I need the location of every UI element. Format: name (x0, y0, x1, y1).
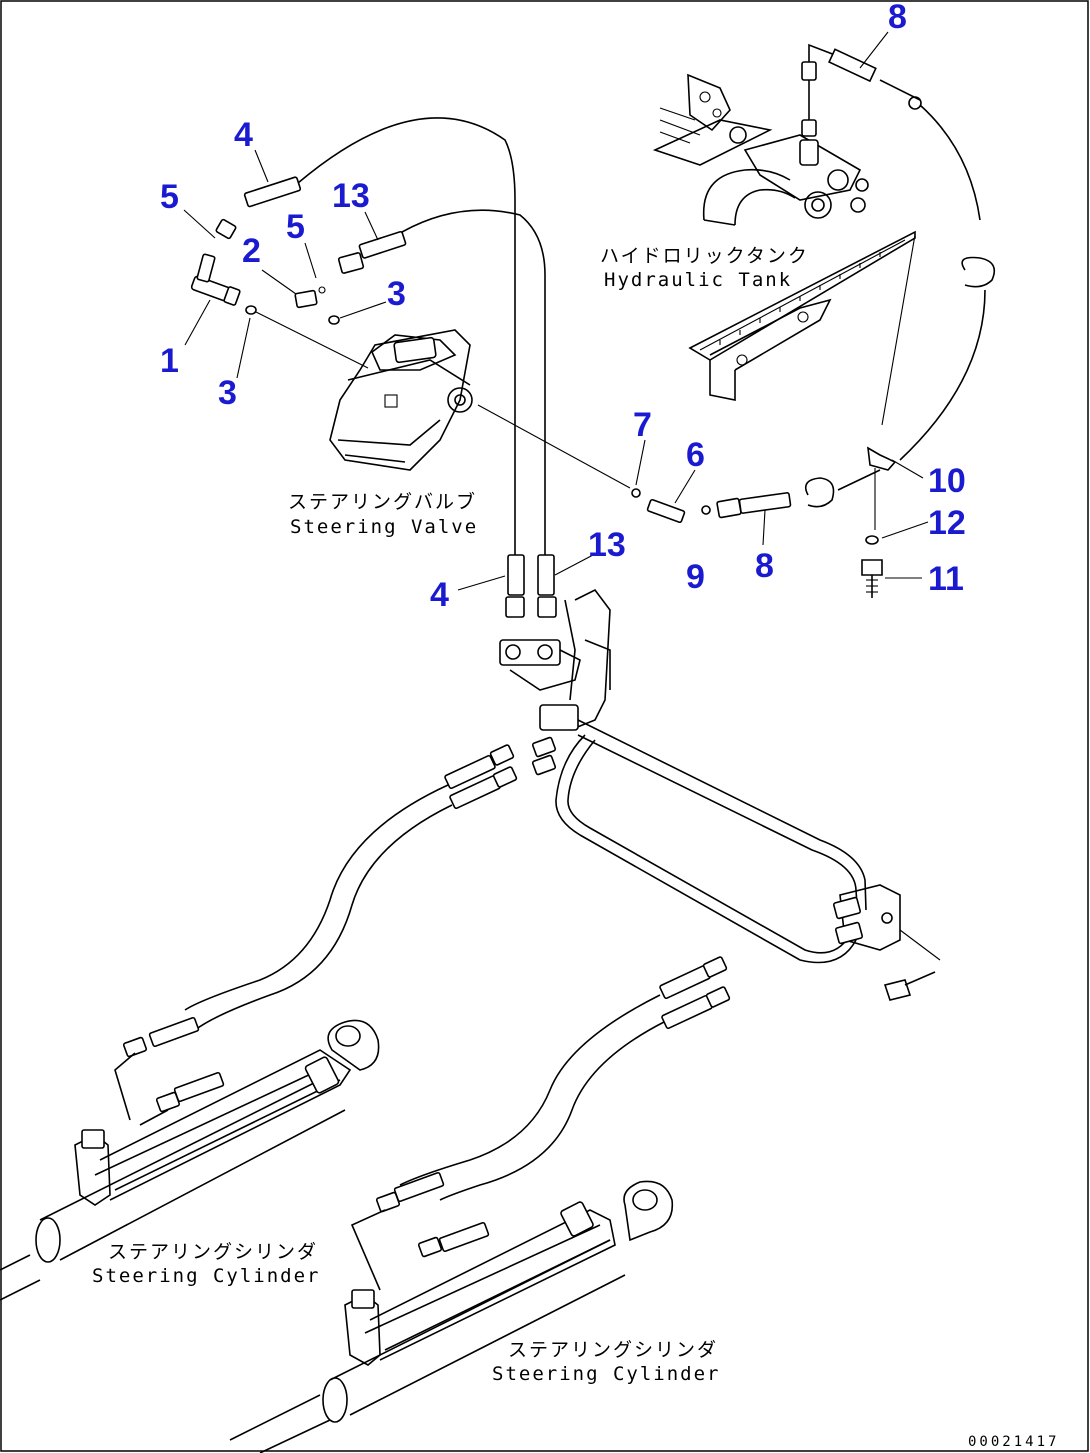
left-cylinder-hoses (114, 744, 518, 1126)
part-number-6: 6 (686, 436, 705, 474)
part-number-3-right: 3 (387, 275, 406, 313)
right-cylinder-hoses (350, 956, 731, 1291)
part-number-11: 11 (928, 560, 964, 598)
part-number-3-left: 3 (218, 374, 237, 412)
left-cylinder-label-jp: ステアリングシリンダ (108, 1241, 318, 1263)
part-number-2: 2 (242, 232, 261, 270)
drawing-id: 00021417 (968, 1434, 1059, 1450)
part-number-1: 1 (160, 342, 179, 380)
steering-valve-drawing (329, 329, 473, 471)
hydraulic-tank-label-en: Hydraulic Tank (604, 269, 792, 291)
leader-lines (183, 31, 929, 591)
part-number-13-top: 13 (332, 177, 370, 215)
valve-fittings-drawing (190, 117, 897, 598)
steering-valve-label-jp: ステアリングバルブ (288, 490, 477, 513)
part-number-12: 12 (928, 504, 966, 542)
left-cylinder-label-en: Steering Cylinder (92, 1265, 320, 1287)
part-number-4-mid: 4 (430, 576, 449, 614)
part-number-8-top: 8 (888, 0, 907, 36)
left-steering-cylinder-drawing (0, 1019, 380, 1301)
right-block-drawing (832, 884, 941, 1001)
part-number-7: 7 (633, 406, 652, 444)
steering-valve-label-en: Steering Valve (290, 516, 478, 538)
right-cylinder-label-en: Steering Cylinder (492, 1363, 720, 1385)
hydraulic-tank-label-jp: ハイドロリックタンク (600, 245, 809, 267)
part-number-10: 10 (928, 462, 966, 500)
part-number-5-mid: 5 (286, 208, 305, 246)
part-number-13-mid: 13 (588, 526, 626, 564)
part-number-9: 9 (686, 558, 705, 596)
part-number-4-top: 4 (234, 116, 253, 154)
right-steering-cylinder-drawing (229, 1180, 674, 1453)
hydraulic-tank-drawing (652, 43, 996, 461)
part-number-labels: 8 4 5 13 2 5 3 1 3 7 6 10 12 13 4 9 8 11 (160, 0, 966, 614)
valve-block-drawing (499, 554, 867, 964)
right-cylinder-label-jp: ステアリングシリンダ (508, 1339, 718, 1361)
part-number-8-mid: 8 (755, 547, 774, 585)
part-number-5-left: 5 (160, 178, 179, 216)
